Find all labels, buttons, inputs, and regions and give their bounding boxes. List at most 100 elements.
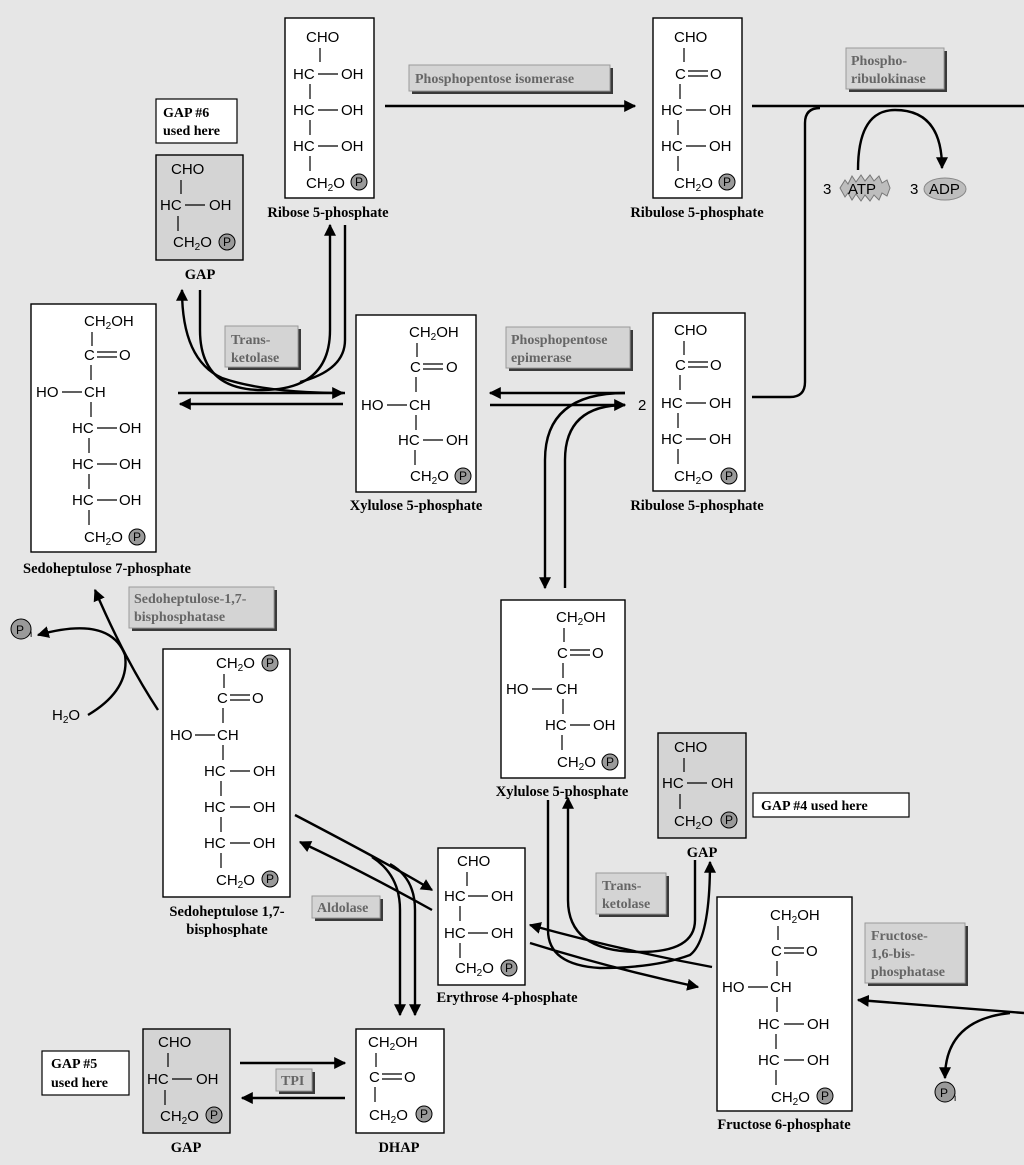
xyl-low-hc: HC	[545, 717, 567, 734]
sbp-name-2: bisphosphate	[186, 922, 268, 938]
gap5-cho: CHO	[158, 1034, 191, 1051]
enzyme-label-1: Trans-	[602, 879, 642, 894]
atp-starburst-icon	[839, 174, 891, 202]
epimerase-down-curve	[539, 391, 626, 590]
sedo-hc-2: HC	[72, 456, 94, 473]
ribulose-5-phosphate-top[interactable]: CHO C O HC OH HC OH CH2O P Ribulose 5-ph…	[630, 17, 764, 221]
ribulose-5-phosphate-mid[interactable]: 2 CHO C O HC OH HC OH CH2O P Ribulose 5-…	[630, 312, 764, 514]
aldolase-to-dhap-arrow-2	[389, 862, 421, 1017]
xyl-mid-ch2o: CH2O	[410, 468, 449, 487]
atp-cofactor: 3 ATP	[823, 174, 891, 202]
ribulose-top-ch2o: CH2O	[674, 175, 713, 194]
gap5-hc: HC	[147, 1071, 169, 1088]
pi-subscript: i	[954, 1093, 956, 1104]
dhap-o: O	[404, 1069, 416, 1086]
note-gap4: GAP #4 used here	[752, 792, 910, 818]
sedo-oh-2: OH	[119, 456, 142, 473]
sedo-hc-1: HC	[72, 420, 94, 437]
ribulose-top-cho: CHO	[674, 29, 707, 46]
gap4-hc: HC	[662, 775, 684, 792]
ribulose-top-c: C	[675, 66, 686, 83]
ribose-ch2o: CH2O	[306, 175, 345, 194]
fructose-6-phosphate[interactable]: CH2OH C O HO CH HC OH HC OH CH2O P Fruct…	[716, 896, 853, 1133]
gap-middle[interactable]: CHO HC OH CH2O P GAP	[657, 732, 747, 861]
ribulose-mid-oh-1: OH	[709, 395, 732, 412]
gap5-ch2o: CH2O	[160, 1108, 199, 1127]
xyl-low-ch2oh: CH2OH	[556, 609, 606, 628]
enzyme-tpi: TPI	[275, 1068, 315, 1094]
xylulose-5-phosphate-low[interactable]: CH2OH C O HO CH HC OH CH2O P Xylulose 5-…	[496, 599, 629, 800]
enzyme-transketolase-top: Trans- ketolase	[224, 325, 301, 370]
fru-ho: HO	[722, 979, 745, 996]
phosphate-label: P	[223, 235, 231, 249]
enzyme-label-2: bisphosphatase	[134, 610, 225, 625]
sedo-bp-to-erythrose-line	[294, 813, 434, 892]
phosphate-label: P	[133, 530, 141, 544]
fbpase-arrow	[856, 994, 1024, 1015]
erythrose-4-phosphate[interactable]: CHO HC OH HC OH CH2O P Erythrose 4-phosp…	[436, 847, 578, 1006]
atp-adp-curve	[856, 108, 948, 171]
ribose-5-phosphate[interactable]: CHO HC OH HC OH HC OH CH2O P Ribose 5-ph…	[267, 17, 389, 221]
xylulose-5-phosphate-mid[interactable]: CH2OH C O HO CH HC OH CH2O P Xylulose 5-…	[350, 314, 483, 514]
phosphate-icon	[816, 1087, 834, 1105]
fru-oh-2: OH	[807, 1052, 830, 1069]
enzyme-phosphopentose-isomerase: Phosphopentose isomerase	[408, 64, 613, 94]
sedo-hc-3: HC	[72, 492, 94, 509]
gap-bottom[interactable]: CHO HC OH CH2O P GAP	[142, 1028, 231, 1156]
gap6-name: GAP	[185, 267, 216, 283]
sbp-hc-3: HC	[204, 835, 226, 852]
phosphate-label: P	[505, 961, 513, 975]
ribulose-mid-hc-2: HC	[661, 431, 683, 448]
ery-hc-1: HC	[444, 888, 466, 905]
xyl-mid-name: Xylulose 5-phosphate	[350, 498, 483, 514]
xyl-low-ch: CH	[556, 681, 578, 698]
sedo-oh-1: OH	[119, 420, 142, 437]
enzyme-label-3: phosphatase	[871, 965, 945, 980]
fru-o: O	[806, 943, 818, 960]
pi-product-right: P i	[934, 1081, 956, 1104]
ribulose-mid-o: O	[710, 357, 722, 374]
gap-top[interactable]: CHO HC OH CH2O P GAP	[155, 154, 244, 283]
phosphate-label: P	[821, 1089, 829, 1103]
reaction-arrows	[36, 100, 1024, 1104]
ribose-hc-1: HC	[293, 66, 315, 83]
gap6-cho: CHO	[171, 161, 204, 178]
xyl-mid-o: O	[446, 359, 458, 376]
phosphate-label: P	[210, 1108, 218, 1122]
sedo-ch: CH	[84, 384, 106, 401]
ery-cho: CHO	[457, 853, 490, 870]
ribulose-mid-count: 2	[638, 397, 646, 414]
xyl-mid-hc: HC	[398, 432, 420, 449]
dhap[interactable]: CH2OH C O CH2O P DHAP	[355, 1028, 445, 1156]
gap4-cho: CHO	[674, 739, 707, 756]
sbp-oh-1: OH	[253, 763, 276, 780]
fru-hc-1: HC	[758, 1016, 780, 1033]
dhap-ch2oh: CH2OH	[368, 1034, 418, 1053]
enzyme-transketolase-bottom: Trans- ketolase	[595, 872, 669, 917]
phosphate-icon	[601, 753, 619, 771]
gap5-name: GAP	[171, 1140, 202, 1156]
fru-ch2oh: CH2OH	[770, 907, 820, 926]
xyl-mid-ch2oh: CH2OH	[409, 324, 459, 343]
enzyme-label: TPI	[281, 1074, 304, 1089]
pi-product-left: P i	[10, 618, 32, 640]
sedo-c: C	[84, 347, 95, 364]
pi-subscript: i	[30, 629, 32, 640]
enzyme-label-1: Phosphopentose	[511, 333, 607, 348]
sedoheptulose-7-phosphate[interactable]: CH2OH C O HO CH HC OH HC OH HC OH CH2O P…	[23, 303, 192, 577]
ribulose-top-name: Ribulose 5-phosphate	[630, 205, 764, 221]
phosphate-label: P	[606, 755, 614, 769]
note-line-2: used here	[51, 1076, 108, 1091]
sedoheptulose-1-7-bisphosphate[interactable]: CH2O P C O HO CH HC OH HC OH HC OH CH2O …	[162, 648, 291, 938]
fru-hc-2: HC	[758, 1052, 780, 1069]
enzyme-sedoheptulose-bisphosphatase: Sedoheptulose-1,7- bisphosphatase	[128, 586, 277, 631]
fru-c: C	[771, 943, 782, 960]
dhap-ch2o: CH2O	[369, 1107, 408, 1126]
phosphate-label: P	[266, 872, 274, 886]
ribulose-top-oh-2: OH	[709, 138, 732, 155]
pi-symbol: P	[16, 623, 24, 637]
ery-ch2o: CH2O	[455, 960, 494, 979]
sbp-oh-2: OH	[253, 799, 276, 816]
ribulose-mid-ch2o: CH2O	[674, 468, 713, 487]
adp-ellipse-icon	[923, 177, 967, 201]
